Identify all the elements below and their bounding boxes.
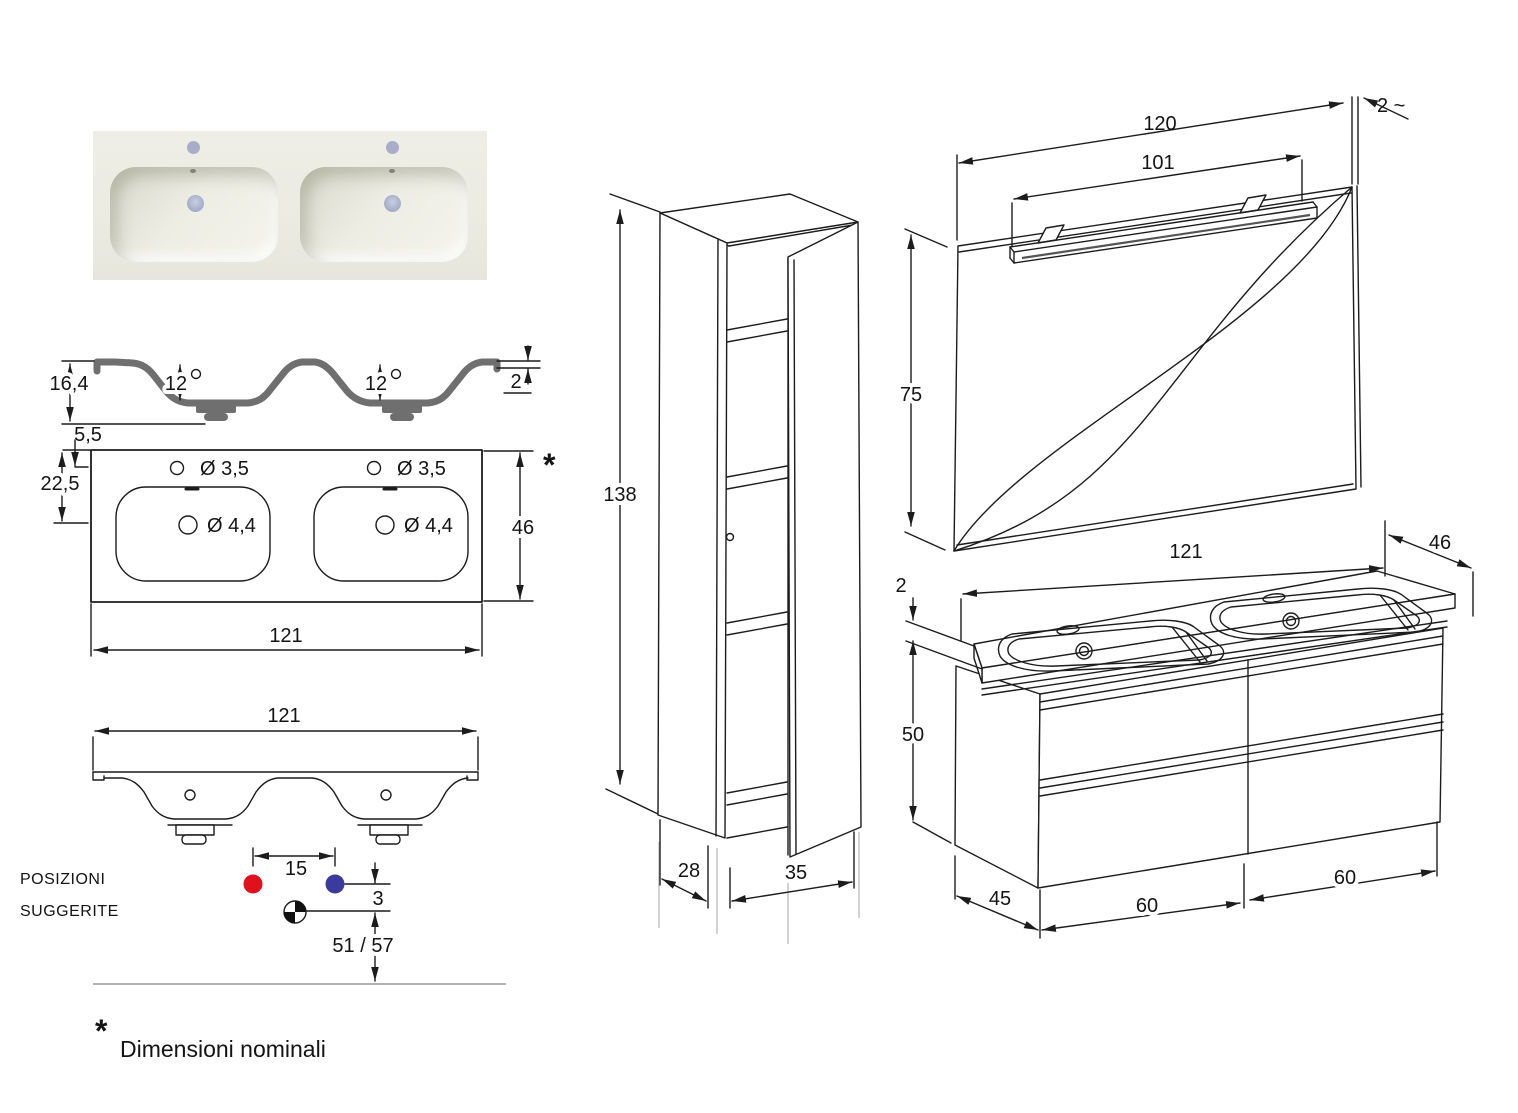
dim-vanity-depth: 46 — [1429, 532, 1451, 554]
vanity-side-panel — [954, 665, 1041, 889]
dim-column-depth: 28 — [678, 860, 700, 882]
caption-positions-line2: SUGGERITE — [20, 903, 119, 920]
label-hole-top-right: Ø 3,5 — [397, 458, 446, 480]
dim-mirror-thickness: 2 ~ — [1377, 95, 1405, 117]
asterisk-nominal: * — [543, 447, 556, 483]
overflow-hole-symbol-right — [390, 368, 402, 380]
dim-front-width: 121 — [267, 705, 300, 727]
mirror-view: 120 101 2 ~ 75 — [896, 95, 1409, 552]
dim-basin-depth-left: 12 — [165, 373, 187, 395]
footnote-text: Dimensioni nominali — [120, 1036, 326, 1062]
label-hole-top-left: Ø 3,5 — [200, 458, 249, 480]
dim-plan-width: 121 — [269, 625, 302, 647]
dim-hole-offset: 5,5 — [74, 424, 102, 446]
dim-mirror-width: 120 — [1143, 113, 1176, 135]
photo-faucet-hole-right — [386, 141, 399, 154]
photo-basin-left — [110, 167, 278, 262]
dim-edge-thickness: 2 — [510, 371, 521, 393]
dim-basin-depth-right: 12 — [365, 373, 387, 395]
dim-column-width: 35 — [785, 862, 807, 884]
section-view: 16,4 12 12 2 — [46, 345, 541, 425]
mirror-swoosh-b — [953, 186, 1353, 552]
dim-bottom-depth: 45 — [989, 888, 1011, 910]
door-knob — [725, 532, 735, 542]
mirror-swoosh-a — [953, 186, 1353, 552]
footnote-asterisk: * — [95, 1013, 108, 1049]
photo-basin-right — [300, 167, 468, 262]
dim-top-thickness: 2 — [895, 575, 906, 597]
photo-drain-right — [384, 195, 401, 212]
front-view: 121 15 — [20, 705, 506, 985]
dim-section-height: 16,4 — [50, 373, 89, 395]
dim-right-module: 60 — [1334, 867, 1356, 889]
cold-water-position-dot — [325, 874, 345, 894]
caption-positions-line1: POSIZIONI — [20, 871, 105, 888]
dim-left-module: 60 — [1136, 895, 1158, 917]
center-of-drain-symbol — [283, 900, 307, 924]
column-view: 138 28 35 — [599, 193, 862, 944]
washbasin-photo-render — [93, 131, 487, 280]
dim-drain-spacing: 15 — [285, 858, 307, 880]
overflow-hole-symbol-left — [190, 368, 202, 380]
hot-water-position-dot — [243, 874, 263, 894]
dim-mirror-height: 75 — [900, 384, 922, 406]
dim-hole-row-offset: 22,5 — [41, 473, 80, 495]
photo-overflow-left — [190, 169, 196, 173]
label-hole-mid-left: Ø 4,4 — [207, 515, 256, 537]
dim-column-height: 138 — [603, 484, 636, 506]
dim-drop: 3 — [372, 888, 383, 910]
photo-drain-left — [187, 195, 204, 212]
plan-view: Ø 3,5 Ø 3,5 Ø 4,4 Ø 4,4 5,5 22,5 46 121 … — [37, 424, 556, 657]
dim-plan-depth: 46 — [512, 517, 534, 539]
photo-overflow-right — [389, 169, 395, 173]
dim-lamp-width: 101 — [1141, 152, 1174, 174]
mirror-lamp — [1009, 194, 1318, 264]
vanity-view: 121 46 2 50 45 60 60 — [895, 520, 1474, 939]
vanity-front-face — [1037, 627, 1444, 889]
dim-height-range: 51 / 57 — [332, 935, 393, 957]
photo-faucet-hole-left — [187, 141, 200, 154]
dim-vanity-height: 50 — [902, 724, 924, 746]
dim-vanity-width: 121 — [1169, 541, 1202, 563]
footnote: * Dimensioni nominali — [95, 1013, 326, 1062]
label-hole-mid-right: Ø 4,4 — [404, 515, 453, 537]
column-open-door — [787, 221, 862, 858]
